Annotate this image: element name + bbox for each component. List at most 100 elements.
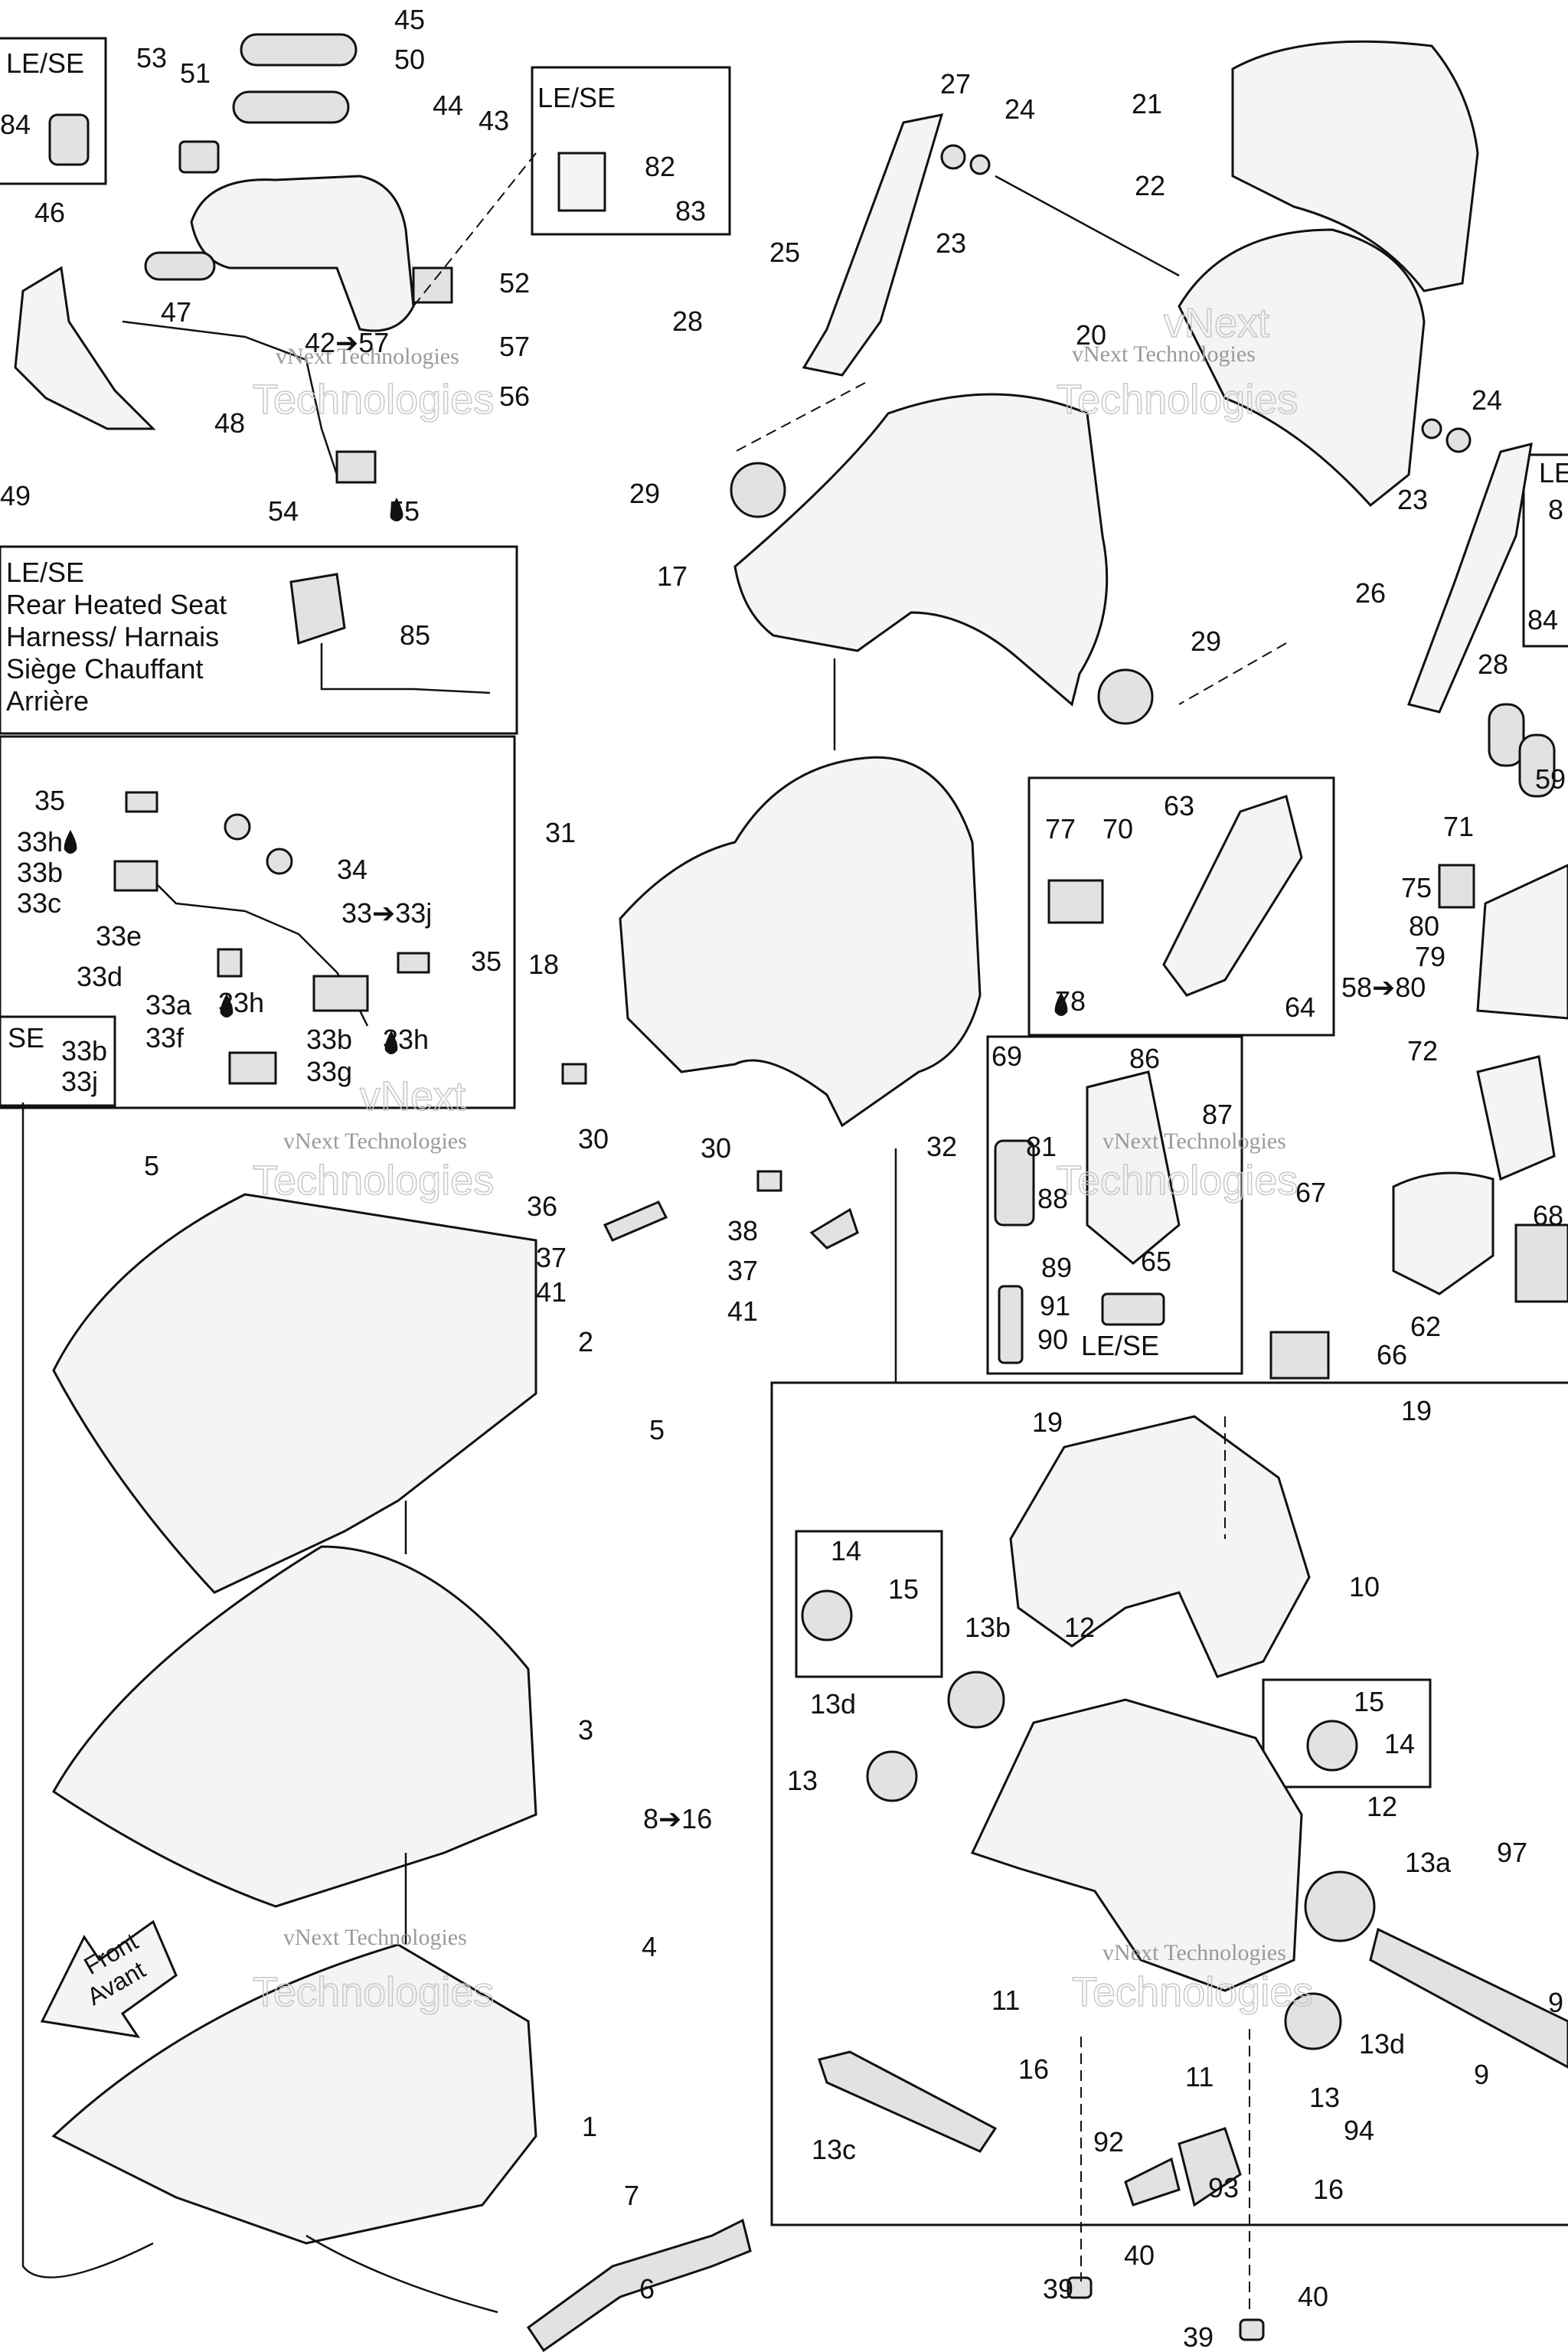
rear-heated-line-2: Rear Heated Seat [6, 589, 227, 620]
droplet-icon [1054, 992, 1068, 1016]
callout: 82 [645, 151, 675, 182]
callout: 15 [1354, 1686, 1384, 1717]
callout: 36 [527, 1191, 557, 1222]
inset-box-le-right [1522, 453, 1568, 648]
callout: 52 [499, 267, 530, 299]
curve-6-to-1 [305, 2234, 498, 2314]
callout: 2 [578, 1326, 593, 1357]
callout: 63 [1164, 790, 1194, 822]
callout: 29 [1191, 626, 1221, 657]
callout: 50 [394, 44, 425, 75]
inset-box-le-se-topleft [0, 37, 107, 185]
frame-10-part [1009, 1415, 1311, 1678]
switch-84-part [48, 113, 90, 166]
plate-13-part [866, 1750, 918, 1802]
callout: 13d [810, 1688, 856, 1720]
callout: 41 [536, 1276, 567, 1308]
watermark-outline-5: Technologies [253, 1969, 494, 2015]
seat-foam-18-part [619, 756, 982, 1128]
callout: 22 [1135, 170, 1165, 201]
clip-30b-part [756, 1170, 782, 1192]
callout: 33h [17, 826, 63, 858]
switch-81-part [994, 1139, 1035, 1227]
callout: 87 [1202, 1099, 1233, 1130]
inset-label-le-right: LE [1539, 457, 1568, 488]
callout: 27 [940, 68, 971, 100]
callout: 13d [1359, 2028, 1405, 2060]
decal-right-part [1514, 1223, 1568, 1303]
bearing-14a-part [801, 1589, 853, 1642]
callout: 97 [1497, 1837, 1527, 1868]
rail-13c-part [818, 2050, 998, 2153]
washer-24-part [940, 144, 966, 170]
callout: 33f [145, 1022, 185, 1054]
connector-33b-part [312, 975, 369, 1012]
droplet-icon [220, 994, 234, 1018]
inset-box-harness [0, 735, 516, 1109]
callout: 93 [1208, 2172, 1239, 2203]
callout: 9 [1548, 1987, 1563, 2018]
callout: 48 [214, 407, 245, 439]
callout: 11 [991, 1984, 1020, 2016]
callout: 86 [1129, 1043, 1160, 1074]
bracket-38-part [809, 1207, 859, 1250]
callout: 88 [1037, 1183, 1068, 1214]
callout: 33c [17, 887, 61, 919]
callout: 9 [1474, 2059, 1489, 2090]
inset-label-le-se-2: LE/SE [537, 82, 616, 113]
clamp-34b-part [266, 848, 293, 875]
bracket-75-part [1438, 864, 1475, 909]
callout: 53 [136, 42, 167, 74]
clip-35b-part [397, 952, 430, 974]
callout: 24 [1472, 384, 1502, 416]
watermark-text-6: vNext Technologies [1102, 1940, 1286, 1965]
grab-handle-part [190, 175, 415, 332]
watermark-outline-6: Technologies [1072, 1969, 1313, 2015]
callout: 45 [394, 4, 425, 35]
arm-26-part [1407, 442, 1533, 714]
watermark-text-4: vNext Technologies [1102, 1129, 1286, 1154]
side-guard-46-part [14, 266, 156, 430]
bumper-39b-part [1239, 2318, 1265, 2341]
callout: 24 [1004, 93, 1035, 125]
connector-52-part [412, 266, 453, 304]
callout: 4 [642, 1931, 657, 1962]
watermark-text-5: vNext Technologies [283, 1925, 467, 1950]
callout: 85 [400, 619, 430, 651]
inset-box-main-frame [770, 1381, 1568, 2226]
assembly-line-2 [734, 382, 866, 452]
seat-cover-2-part [52, 1193, 537, 1594]
callout: 26 [1355, 577, 1386, 609]
callout: 49 [0, 480, 31, 511]
callout: 7 [624, 2180, 639, 2211]
arm-25-part [802, 113, 944, 377]
switch-51-part [178, 140, 220, 174]
callout: 21 [1132, 88, 1162, 119]
grip-45-part [240, 33, 358, 67]
callout: 89 [1041, 1252, 1072, 1283]
callout: 35 [471, 946, 501, 977]
callout: 38 [727, 1215, 758, 1246]
inset-label-le-se-3: LE/SE [1081, 1330, 1159, 1361]
callout: 12 [1064, 1612, 1095, 1643]
callout: 25 [769, 237, 800, 268]
callout: 41 [727, 1295, 758, 1327]
watermark-outline-8: vNext [1164, 300, 1269, 346]
plate-13b-part [947, 1671, 1005, 1729]
callout: 90 [1037, 1324, 1068, 1355]
clamp-34a-part [224, 813, 251, 841]
callout: 84 [1527, 604, 1558, 635]
assembly-line-3 [1178, 642, 1287, 705]
cable-48-line [122, 320, 338, 475]
plate-13c-part [1284, 1992, 1342, 2050]
seat-cover-3-part [52, 1545, 537, 1908]
connector-77-part [1047, 879, 1104, 924]
watermark-outline-4: Technologies [1057, 1158, 1298, 1204]
switch-90-part [998, 1285, 1024, 1364]
callout: 30 [578, 1123, 609, 1155]
inset-box-rear-heated-seat [0, 545, 518, 735]
callout: 62 [1410, 1311, 1441, 1342]
watermark-outline-1: Technologies [253, 377, 494, 423]
callout: 13 [1309, 2082, 1340, 2113]
callout: 29 [629, 478, 660, 509]
